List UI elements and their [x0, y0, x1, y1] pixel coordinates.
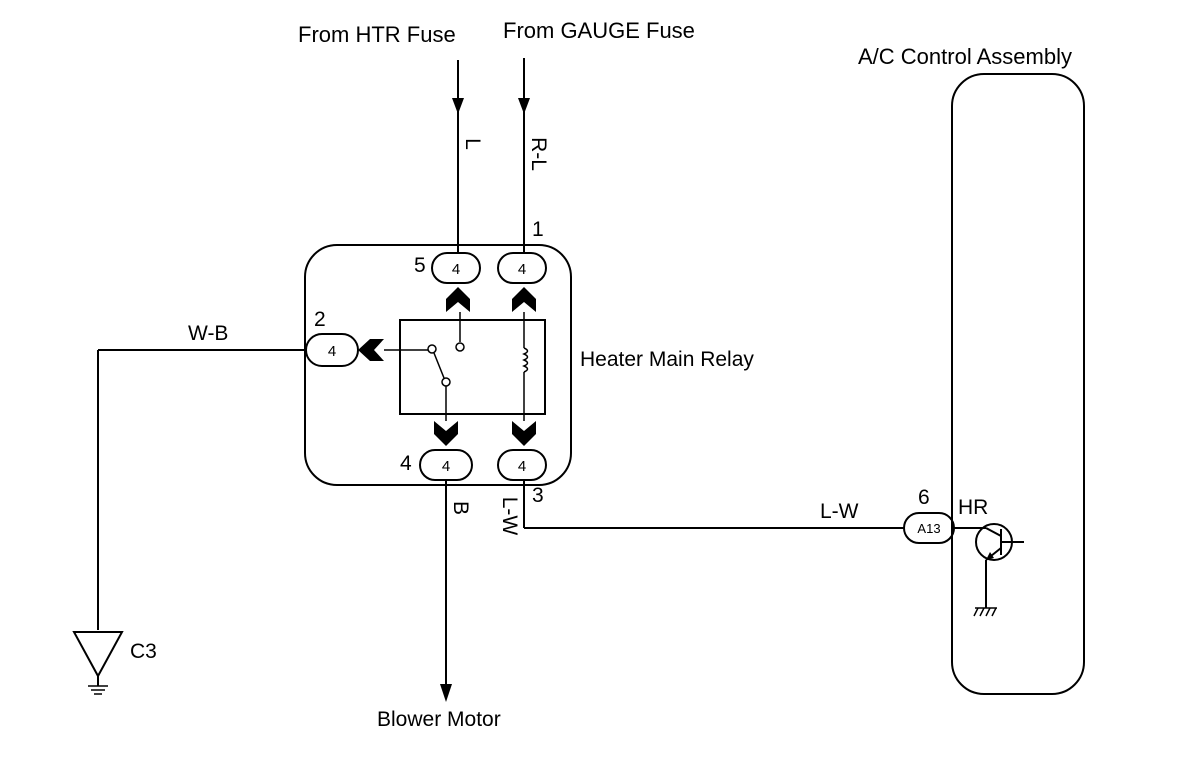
connector-pin-3-label: 4 — [518, 458, 526, 475]
pin-1-number: 1 — [532, 218, 544, 241]
heater-main-relay-box — [304, 244, 572, 486]
connector-pin-3 — [497, 449, 547, 481]
switch-blade — [433, 352, 445, 379]
connector-pin-1-label: 4 — [518, 261, 526, 278]
relay-coil-icon — [522, 347, 529, 373]
wire-label-l: L — [461, 138, 484, 150]
pin-2-number: 2 — [314, 308, 326, 331]
switch-contact-bottom — [441, 377, 451, 387]
wire-label-rl: R-L — [527, 137, 550, 171]
ground-hatch-2 — [979, 607, 985, 617]
terminal-arrow-4 — [434, 421, 458, 446]
heater-main-relay-label: Heater Main Relay — [580, 348, 754, 371]
transistor-emitter-arrow — [986, 552, 994, 560]
connector-pin-2-label: 4 — [328, 343, 336, 360]
connector-pin-5 — [431, 252, 481, 284]
blower-arrow-head — [440, 684, 452, 702]
blower-motor-label: Blower Motor — [377, 708, 501, 731]
relay-inner-box — [399, 319, 546, 415]
terminal-arrow-1 — [512, 287, 536, 312]
ac-control-assembly-box — [951, 73, 1085, 695]
wire-label-b: B — [449, 501, 472, 515]
switch-contact-top — [455, 342, 465, 352]
terminal-arrow-2 — [358, 339, 384, 361]
wire-label-lw-horizontal: L-W — [820, 500, 859, 523]
wire-label-wb: W-B — [188, 322, 228, 345]
ground-label-c3: C3 — [130, 640, 157, 663]
ground-triangle-icon — [72, 631, 124, 679]
pin-4-number: 4 — [400, 452, 412, 475]
htr-fuse-label: From HTR Fuse — [298, 22, 456, 47]
terminal-arrow-3 — [512, 421, 536, 446]
gauge-arrow-head — [518, 98, 530, 114]
connector-pin-4-label: 4 — [442, 458, 450, 475]
ground-hatch-1 — [973, 607, 979, 617]
transistor-collector — [985, 527, 1002, 537]
connector-a13-label: A13 — [917, 521, 940, 536]
ground-hatch-4 — [991, 607, 997, 617]
terminal-arrow-5 — [446, 287, 470, 312]
pin-5-number: 5 — [414, 254, 426, 277]
wire-label-lw-vertical: L-W — [498, 497, 521, 536]
switch-contact-common — [427, 344, 437, 354]
ground-hatch-3 — [985, 607, 991, 617]
gauge-fuse-label: From GAUGE Fuse — [503, 18, 695, 43]
pin-3-number: 3 — [532, 484, 544, 507]
htr-arrow-head — [452, 98, 464, 114]
connector-pin-1 — [497, 252, 547, 284]
connector-pin-5-label: 4 — [452, 261, 460, 278]
hr-label: HR — [958, 496, 988, 519]
ac-control-assembly-label: A/C Control Assembly — [858, 44, 1072, 69]
pin-6-number: 6 — [918, 486, 930, 509]
